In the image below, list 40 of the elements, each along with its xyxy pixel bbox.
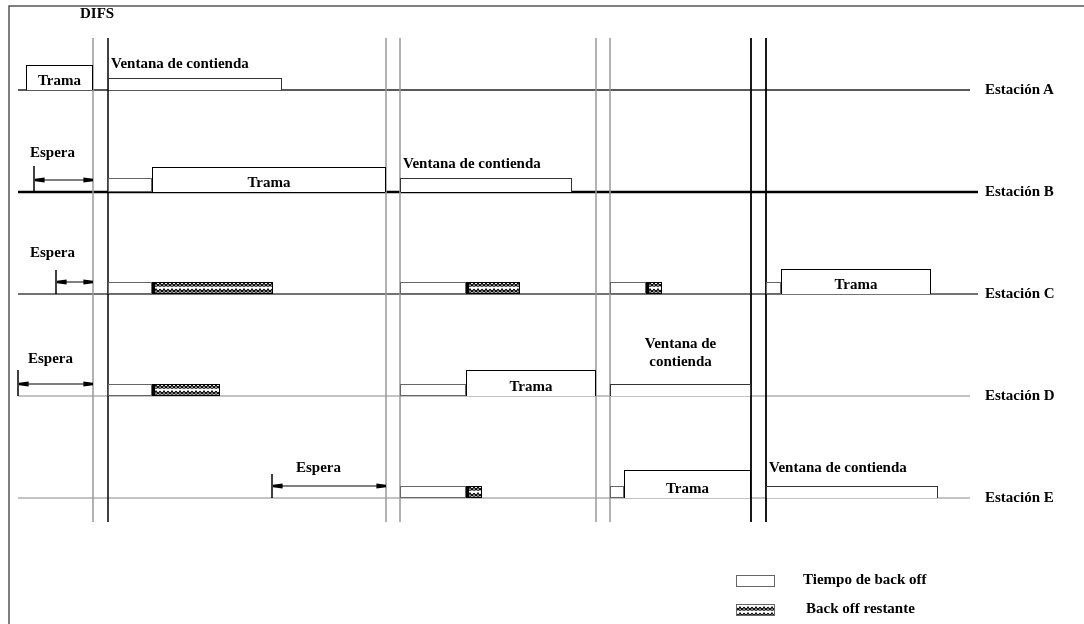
station-label: Estación B — [985, 183, 1054, 200]
wait-label: Espera — [296, 459, 341, 476]
interval-label: DIFS — [80, 5, 115, 22]
backoff-box — [108, 282, 152, 294]
backoff-box — [108, 178, 152, 192]
backoff-box — [108, 384, 152, 396]
frame-box — [466, 370, 596, 396]
frame-label: Trama — [833, 276, 879, 293]
backoff-box — [610, 282, 646, 294]
station-label: Estación D — [985, 387, 1055, 404]
station-label: Estación A — [985, 81, 1054, 98]
frame-label: Trama — [36, 72, 82, 89]
contention-window-label: Ventana de contienda — [111, 54, 250, 72]
frame-box — [624, 470, 751, 498]
wait-label: Espera — [28, 350, 73, 367]
remaining-backoff-bar — [152, 384, 220, 396]
station-label: Estación E — [985, 489, 1054, 506]
contention-window-label: Ventana de contienda — [403, 154, 542, 172]
backoff-box — [400, 486, 466, 498]
backoff-box — [766, 282, 781, 294]
wait-label: Espera — [30, 244, 75, 261]
wait-label: Espera — [30, 144, 75, 161]
remaining-backoff-bar — [466, 486, 482, 498]
contention-window-label: Ventana de contienda — [769, 458, 908, 476]
backoff-box — [400, 282, 466, 294]
remaining-backoff-bar — [466, 282, 520, 294]
remaining-backoff-bar — [646, 282, 662, 294]
frame-box — [152, 167, 386, 192]
contention-window-label: Ventana de contienda — [643, 334, 718, 370]
legend-label: Back off restante — [806, 600, 915, 617]
legend-label: Tiempo de back off — [803, 571, 927, 588]
frame-box — [781, 269, 931, 294]
frame-label: Trama — [508, 378, 554, 395]
backoff-box — [610, 486, 624, 498]
station-label: Estación C — [985, 285, 1055, 302]
frame-box — [26, 65, 93, 90]
remaining-backoff-bar — [152, 282, 273, 294]
backoff-box — [400, 384, 466, 396]
frame-label: Trama — [246, 174, 292, 191]
frame-label: Trama — [664, 480, 710, 497]
